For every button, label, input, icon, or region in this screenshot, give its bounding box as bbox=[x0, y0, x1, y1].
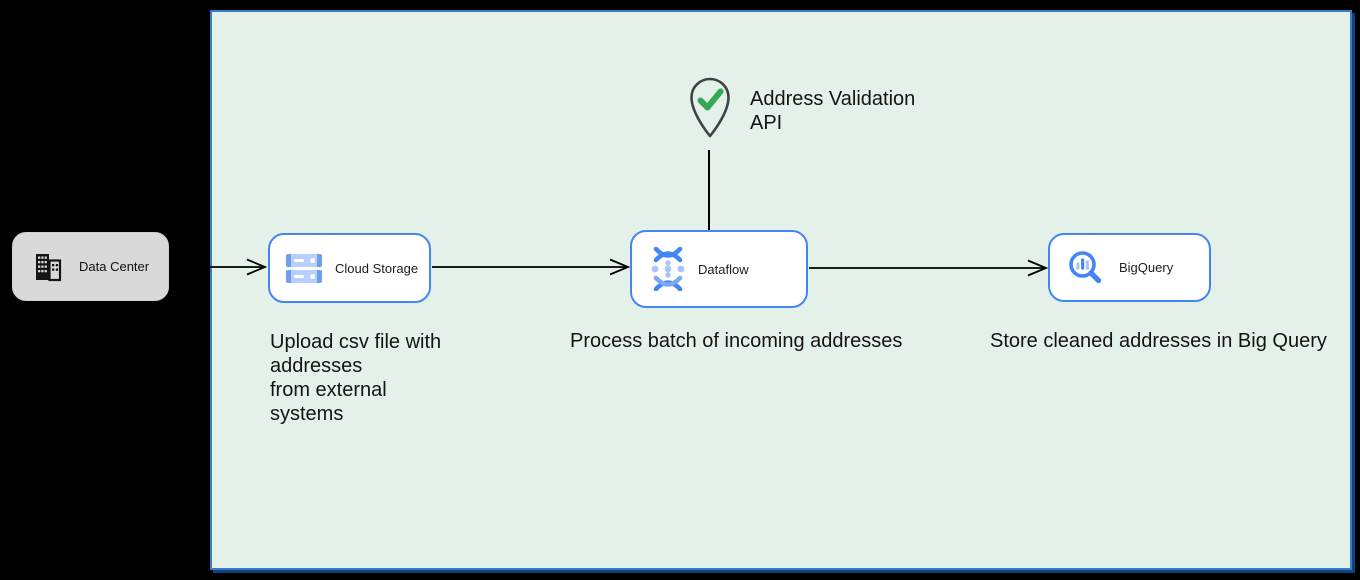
node-cloud-storage[interactable]: Cloud Storage bbox=[268, 233, 431, 303]
address-validation-api-label: Address Validation API bbox=[750, 88, 916, 134]
cloud-storage-icon bbox=[286, 253, 322, 283]
map-pin-check-icon bbox=[690, 77, 730, 138]
node-dataflow[interactable]: Dataflow bbox=[630, 230, 808, 308]
node-dataflow-label: Dataflow bbox=[698, 261, 749, 277]
node-data-center[interactable]: Data Center bbox=[12, 232, 169, 301]
caption-process-batch: Process batch of incoming addresses bbox=[570, 330, 903, 352]
caption-upload-csv: Upload csv file with addresses from exte… bbox=[270, 331, 442, 425]
node-bigquery[interactable]: BigQuery bbox=[1048, 233, 1211, 302]
node-bigquery-label: BigQuery bbox=[1119, 260, 1174, 275]
node-data-center-label: Data Center bbox=[79, 259, 150, 274]
caption-store-cleaned: Store cleaned addresses in Big Query bbox=[990, 330, 1327, 352]
dataflow-icon bbox=[651, 247, 685, 291]
building-icon bbox=[36, 253, 62, 281]
bigquery-icon bbox=[1069, 250, 1102, 283]
node-cloud-storage-label: Cloud Storage bbox=[335, 260, 419, 276]
